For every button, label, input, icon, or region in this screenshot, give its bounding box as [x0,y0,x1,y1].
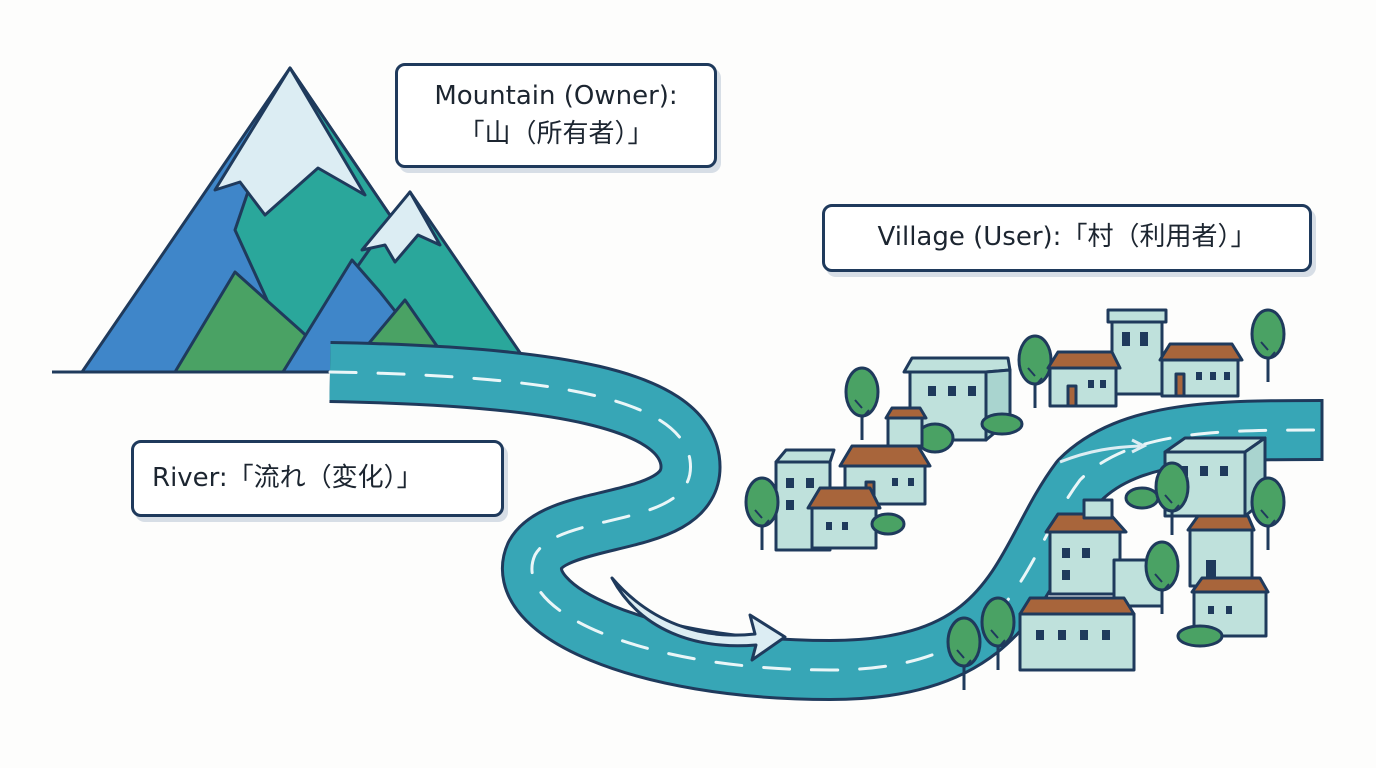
village-user-label: Village (User):「村（利用者）」 [822,204,1312,272]
mountain-label-line2: 「山（所有者）」 [458,118,654,149]
river-label-text: River:「流れ（変化）」 [152,462,423,493]
flow-arrow-icon [610,576,787,662]
river-flow-label: River:「流れ（変化）」 [131,440,504,517]
mountain-label-line1: Mountain (Owner): [434,80,678,111]
mountain-owner-label: Mountain (Owner): 「山（所有者）」 [395,63,717,168]
village-label-text: Village (User):「村（利用者）」 [877,222,1257,253]
river-illustration [328,341,1324,701]
village-illustration [744,308,1286,692]
